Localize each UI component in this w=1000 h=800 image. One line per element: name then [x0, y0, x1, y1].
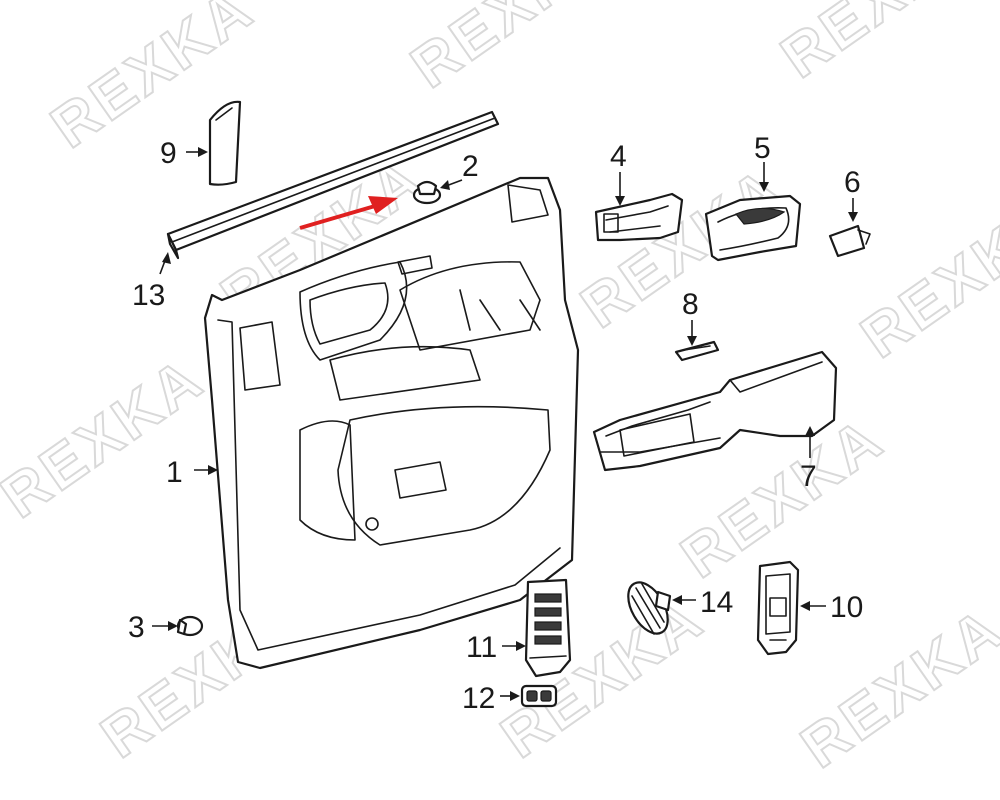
part-13-weatherstrip: [166, 110, 500, 260]
arrowhead-3: [168, 621, 178, 631]
arrowhead-14: [672, 595, 682, 605]
highlight-arrow: [299, 196, 398, 230]
watermark: REXKA: [769, 0, 996, 91]
arrowhead-4: [615, 196, 625, 206]
arrowhead-13: [162, 252, 171, 264]
watermark: REXKA: [0, 344, 216, 531]
callout-9: 9: [160, 137, 177, 170]
part-3-push-pin: [176, 615, 204, 637]
callout-4: 4: [610, 140, 627, 173]
watermark: REXKA: [399, 0, 626, 101]
highlight-arrow-head: [368, 196, 398, 214]
highlight-arrow-shaft: [299, 204, 376, 230]
part-7-armrest: [592, 350, 838, 472]
callout-6: 6: [844, 166, 861, 199]
callout-8: 8: [682, 288, 699, 321]
part-4-handle-bracket: [594, 192, 684, 242]
arrowhead-12: [510, 691, 520, 701]
part-12-small-switch: [520, 684, 558, 708]
part-2-clip: [412, 180, 442, 205]
callout-5: 5: [754, 132, 771, 165]
arrowhead-10: [800, 601, 810, 611]
part-9-trim-piece: [208, 100, 242, 186]
arrowhead-7: [805, 426, 815, 436]
arrowhead-8: [687, 336, 697, 346]
arrowhead-1: [208, 465, 218, 475]
arrowhead-5: [759, 182, 769, 192]
leader-lines: [152, 147, 858, 701]
part-10-switch-bezel: [756, 560, 800, 656]
callout-11: 11: [466, 631, 497, 664]
arrowhead-9: [198, 147, 208, 157]
part-1-door-panel: [203, 176, 580, 670]
callout-10: 10: [830, 591, 863, 624]
part-11-window-switch: [524, 578, 572, 678]
callout-3: 3: [128, 611, 145, 644]
part-14-grille: [627, 581, 672, 635]
watermark: REXKA: [489, 584, 716, 771]
arrowhead-6: [848, 212, 858, 222]
callout-14: 14: [700, 586, 733, 619]
arrowhead-2: [440, 180, 450, 190]
arrowhead-11: [516, 641, 526, 651]
part-8-bezel: [674, 340, 720, 362]
part-6-cap: [828, 224, 871, 258]
part-5-inside-handle: [704, 194, 802, 262]
callout-13: 13: [132, 279, 165, 312]
callout-labels: 1 2 3 4 5 6 7 8 9 10 11 12 13 14: [128, 132, 863, 715]
callout-7: 7: [800, 460, 817, 493]
callout-1: 1: [166, 456, 183, 489]
watermark: REXKA: [789, 594, 1000, 781]
watermark: REXKA: [849, 184, 1000, 371]
callout-12: 12: [462, 682, 495, 715]
callout-2: 2: [462, 150, 479, 183]
